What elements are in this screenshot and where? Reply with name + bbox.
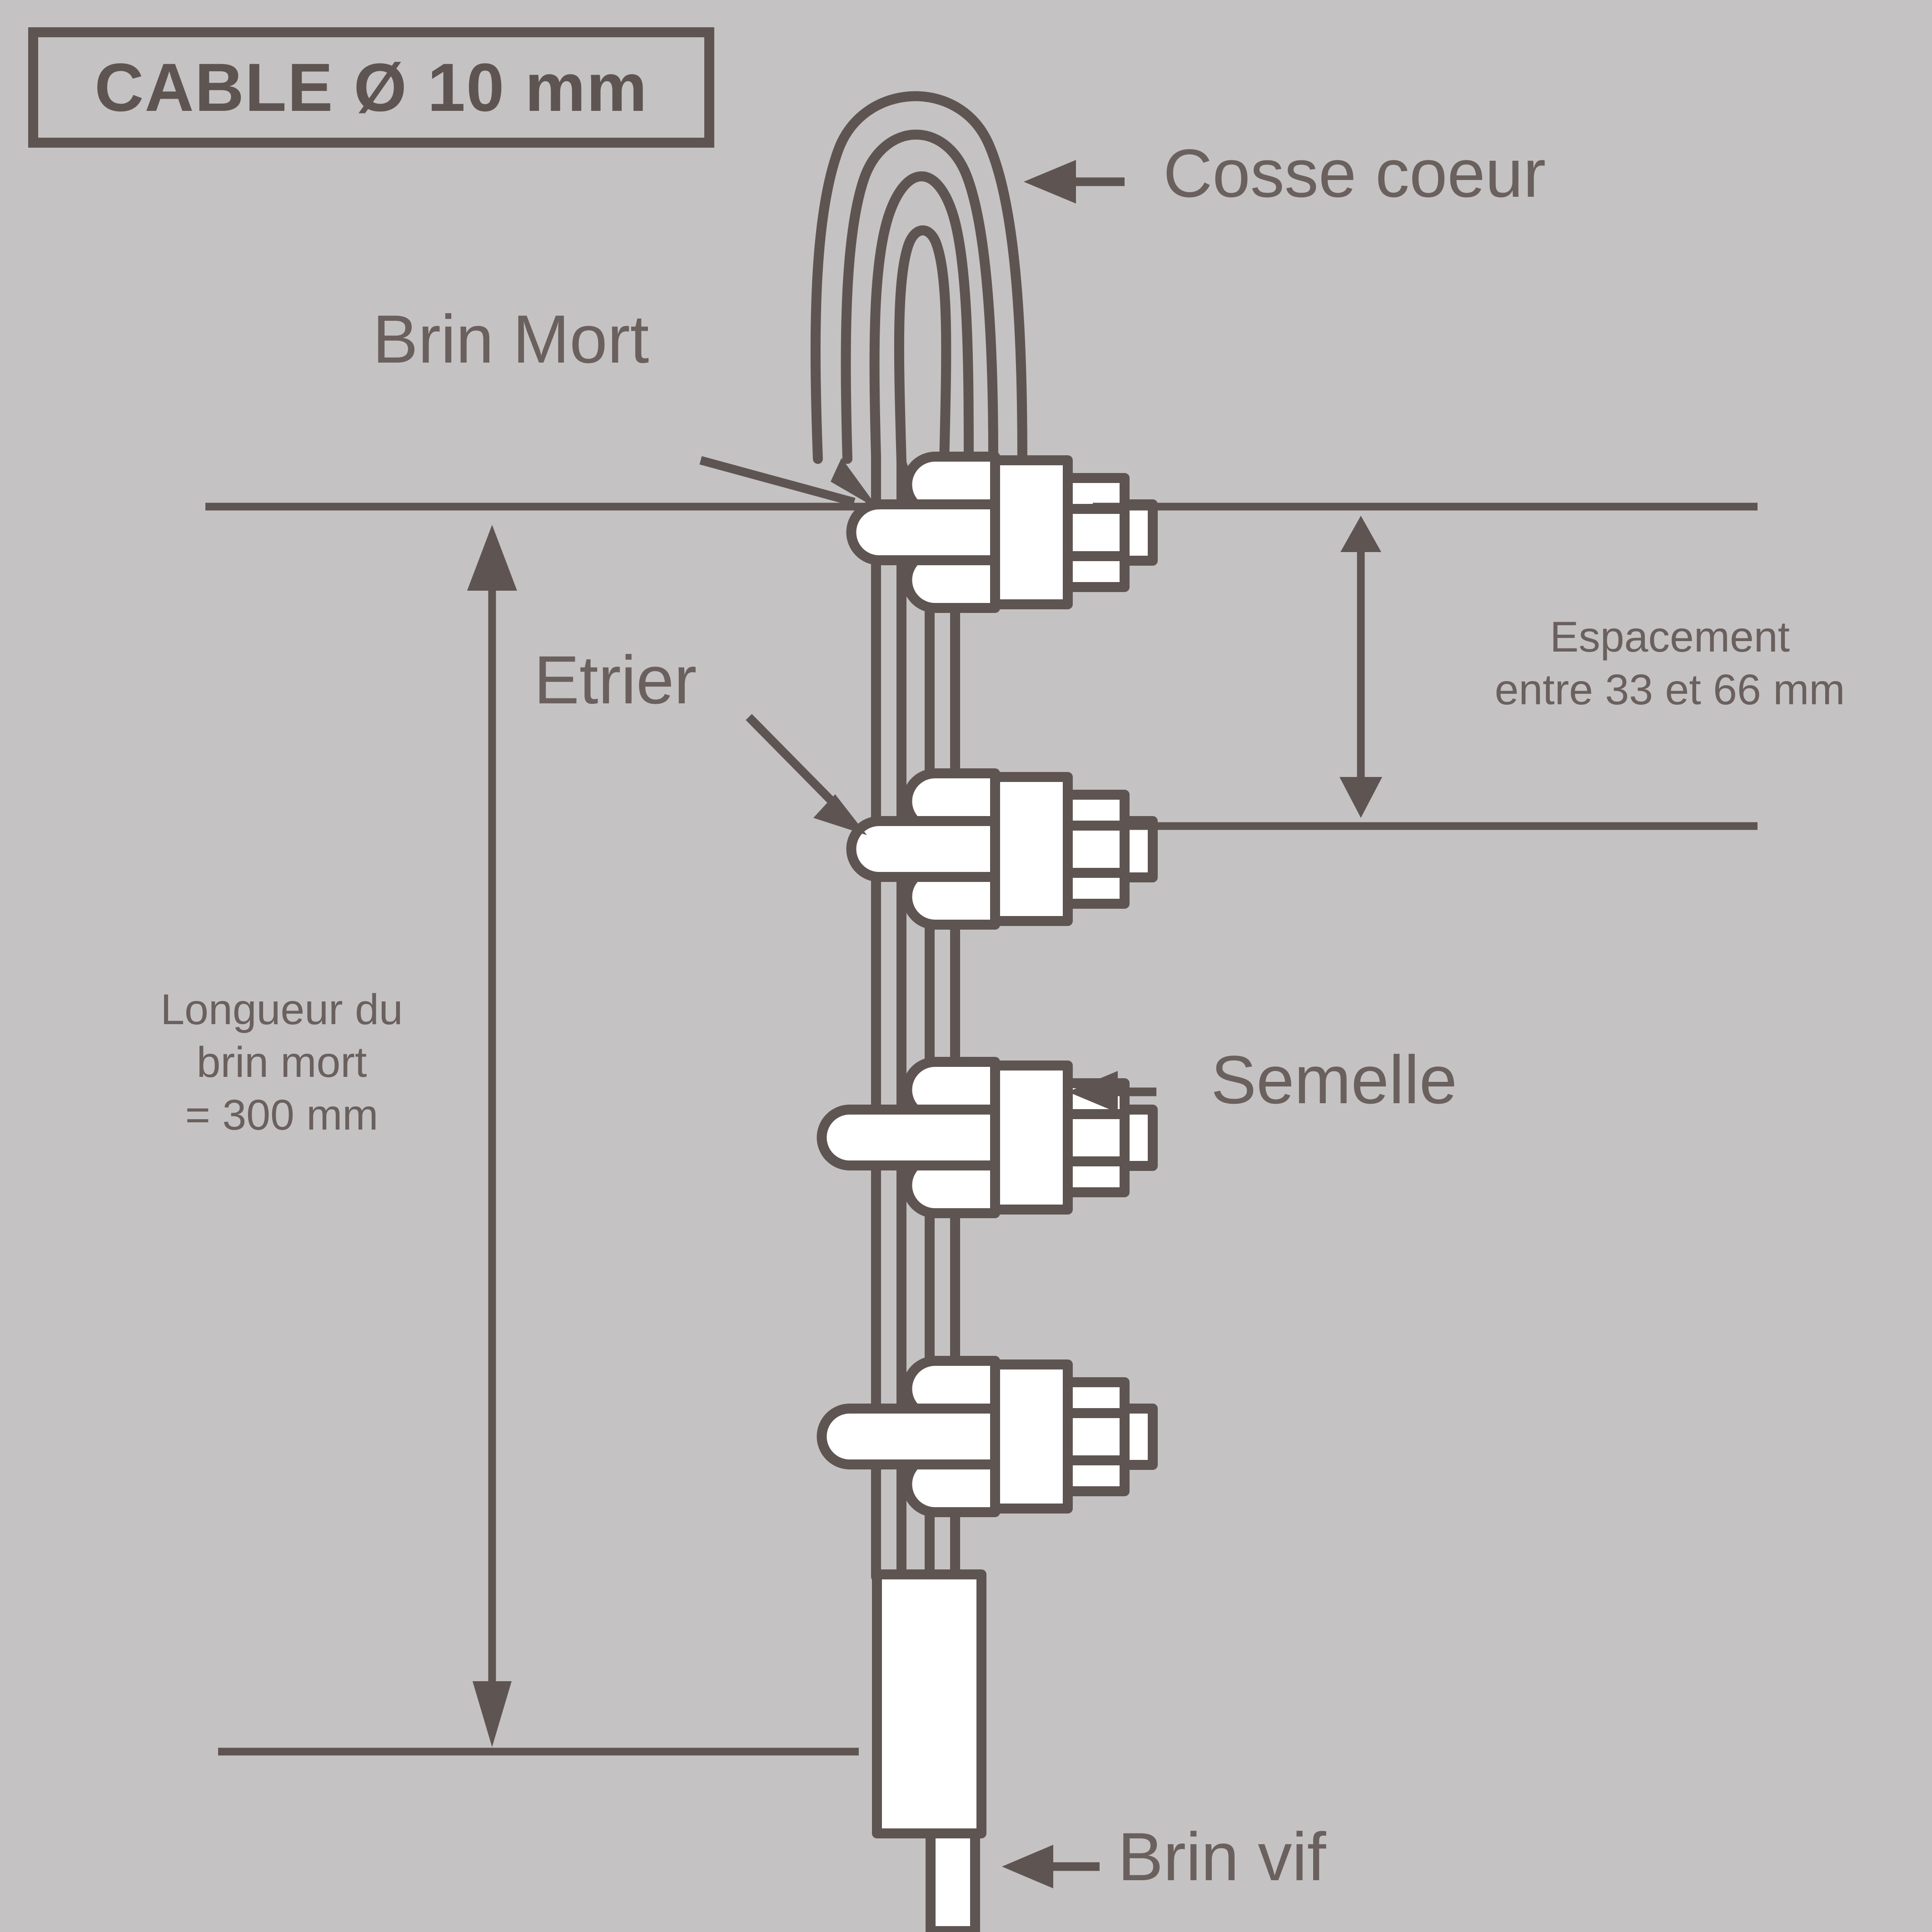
- cosse-coeur-thimble: [810, 91, 1027, 509]
- wire-rope-clip-4: [817, 1356, 1158, 1517]
- label-brin-mort: Brin Mort: [373, 301, 649, 377]
- leader-arrowhead-cosse-coeur: [1024, 160, 1076, 204]
- dimension-text-espacement: Espacement entre 33 et 66 mm: [1454, 611, 1886, 717]
- leader-arrowhead-etrier: [813, 794, 867, 835]
- label-etrier: Etrier: [534, 642, 697, 718]
- longueur-line-2: brin mort: [196, 1038, 367, 1086]
- leader-semelle: [1068, 1071, 1156, 1113]
- label-brin-vif: Brin vif: [1118, 1818, 1326, 1895]
- leader-arrowhead-brin-vif: [1002, 1845, 1053, 1888]
- leader-brin-vif: [1002, 1845, 1100, 1888]
- wire-rope-clip-3: [817, 1057, 1158, 1218]
- dimension-arrow-down: [473, 1681, 512, 1747]
- cable-end-sleeve: [872, 1569, 986, 1932]
- longueur-line-3: = 300 mm: [185, 1090, 378, 1139]
- leader-brin-mort: [699, 456, 879, 510]
- leader-cosse-coeur: [1024, 160, 1125, 204]
- dimension-text-longueur: Longueur du brin mort = 300 mm: [98, 984, 466, 1142]
- wire-rope-clip-2: [846, 768, 1158, 930]
- title-label: CABLE Ø 10 mm: [95, 49, 648, 125]
- label-semelle: Semelle: [1211, 1041, 1457, 1118]
- leader-etrier: [746, 714, 867, 835]
- espacement-line-1: Espacement: [1549, 613, 1790, 661]
- wire-rope-clip-1: [846, 452, 1158, 613]
- longueur-line-1: Longueur du: [160, 986, 403, 1034]
- label-cosse-coeur: Cosse coeur: [1163, 135, 1546, 211]
- leader-arrowhead-semelle: [1068, 1071, 1118, 1113]
- spacing-arrow-up: [1340, 516, 1381, 552]
- leader-arrowhead-brin-mort: [831, 458, 879, 510]
- title-box: CABLE Ø 10 mm: [28, 27, 714, 148]
- dimension-dead-end-length: [205, 503, 866, 1756]
- spacing-arrow-down: [1339, 777, 1382, 818]
- dimension-arrow-up: [467, 525, 517, 591]
- espacement-line-2: entre 33 et 66 mm: [1494, 665, 1845, 714]
- dimension-clip-spacing: [1093, 503, 1758, 830]
